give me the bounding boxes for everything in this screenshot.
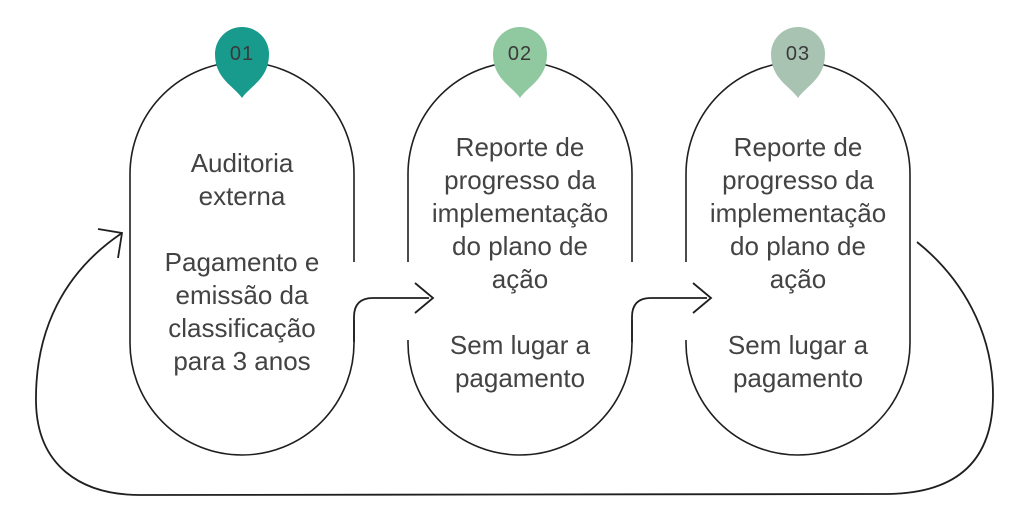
step-1-pin xyxy=(215,27,269,98)
step-2-text-secondary: Sem lugar a pagamento xyxy=(449,329,591,393)
arrowhead-loop xyxy=(97,228,124,259)
step-3-text-primary: Reporte de progresso da implementação do… xyxy=(709,131,887,294)
step-1-text-secondary: Pagamento e emissão da classificação par… xyxy=(164,247,320,376)
edge-gap xyxy=(624,262,640,320)
step-3-text-secondary: Sem lugar a pagamento xyxy=(727,329,869,393)
step-1-text: Auditoria externa Pagamento e emissão da… xyxy=(130,62,354,455)
loop-arrow-step3-to-step1 xyxy=(35,232,994,496)
step-1-text-primary: Auditoria externa xyxy=(190,148,294,211)
step-2-number: 02 xyxy=(507,43,533,65)
arrowhead-step2-to-step3 xyxy=(692,282,713,314)
step-3-number: 03 xyxy=(785,43,811,65)
edge-gap xyxy=(346,262,362,320)
arrow-step2-to-step3 xyxy=(631,297,707,342)
arrow-step1-to-step2 xyxy=(353,297,429,342)
edge-gap xyxy=(400,262,416,340)
edge-gap xyxy=(678,262,694,340)
step-2-pin-shape xyxy=(493,27,547,98)
arrowhead-step1-to-step2 xyxy=(414,282,435,314)
step-3-text: Reporte de progresso da implementação do… xyxy=(686,62,910,455)
step-3-pin xyxy=(771,27,825,98)
step-2-text: Reporte de progresso da implementação do… xyxy=(408,62,632,455)
step-2-text-primary: Reporte de progresso da implementação do… xyxy=(431,131,609,294)
step-3-pin-shape xyxy=(771,27,825,98)
step-1-number: 01 xyxy=(229,43,255,65)
step-2-pin xyxy=(493,27,547,98)
step-1-pin-shape xyxy=(215,27,269,98)
